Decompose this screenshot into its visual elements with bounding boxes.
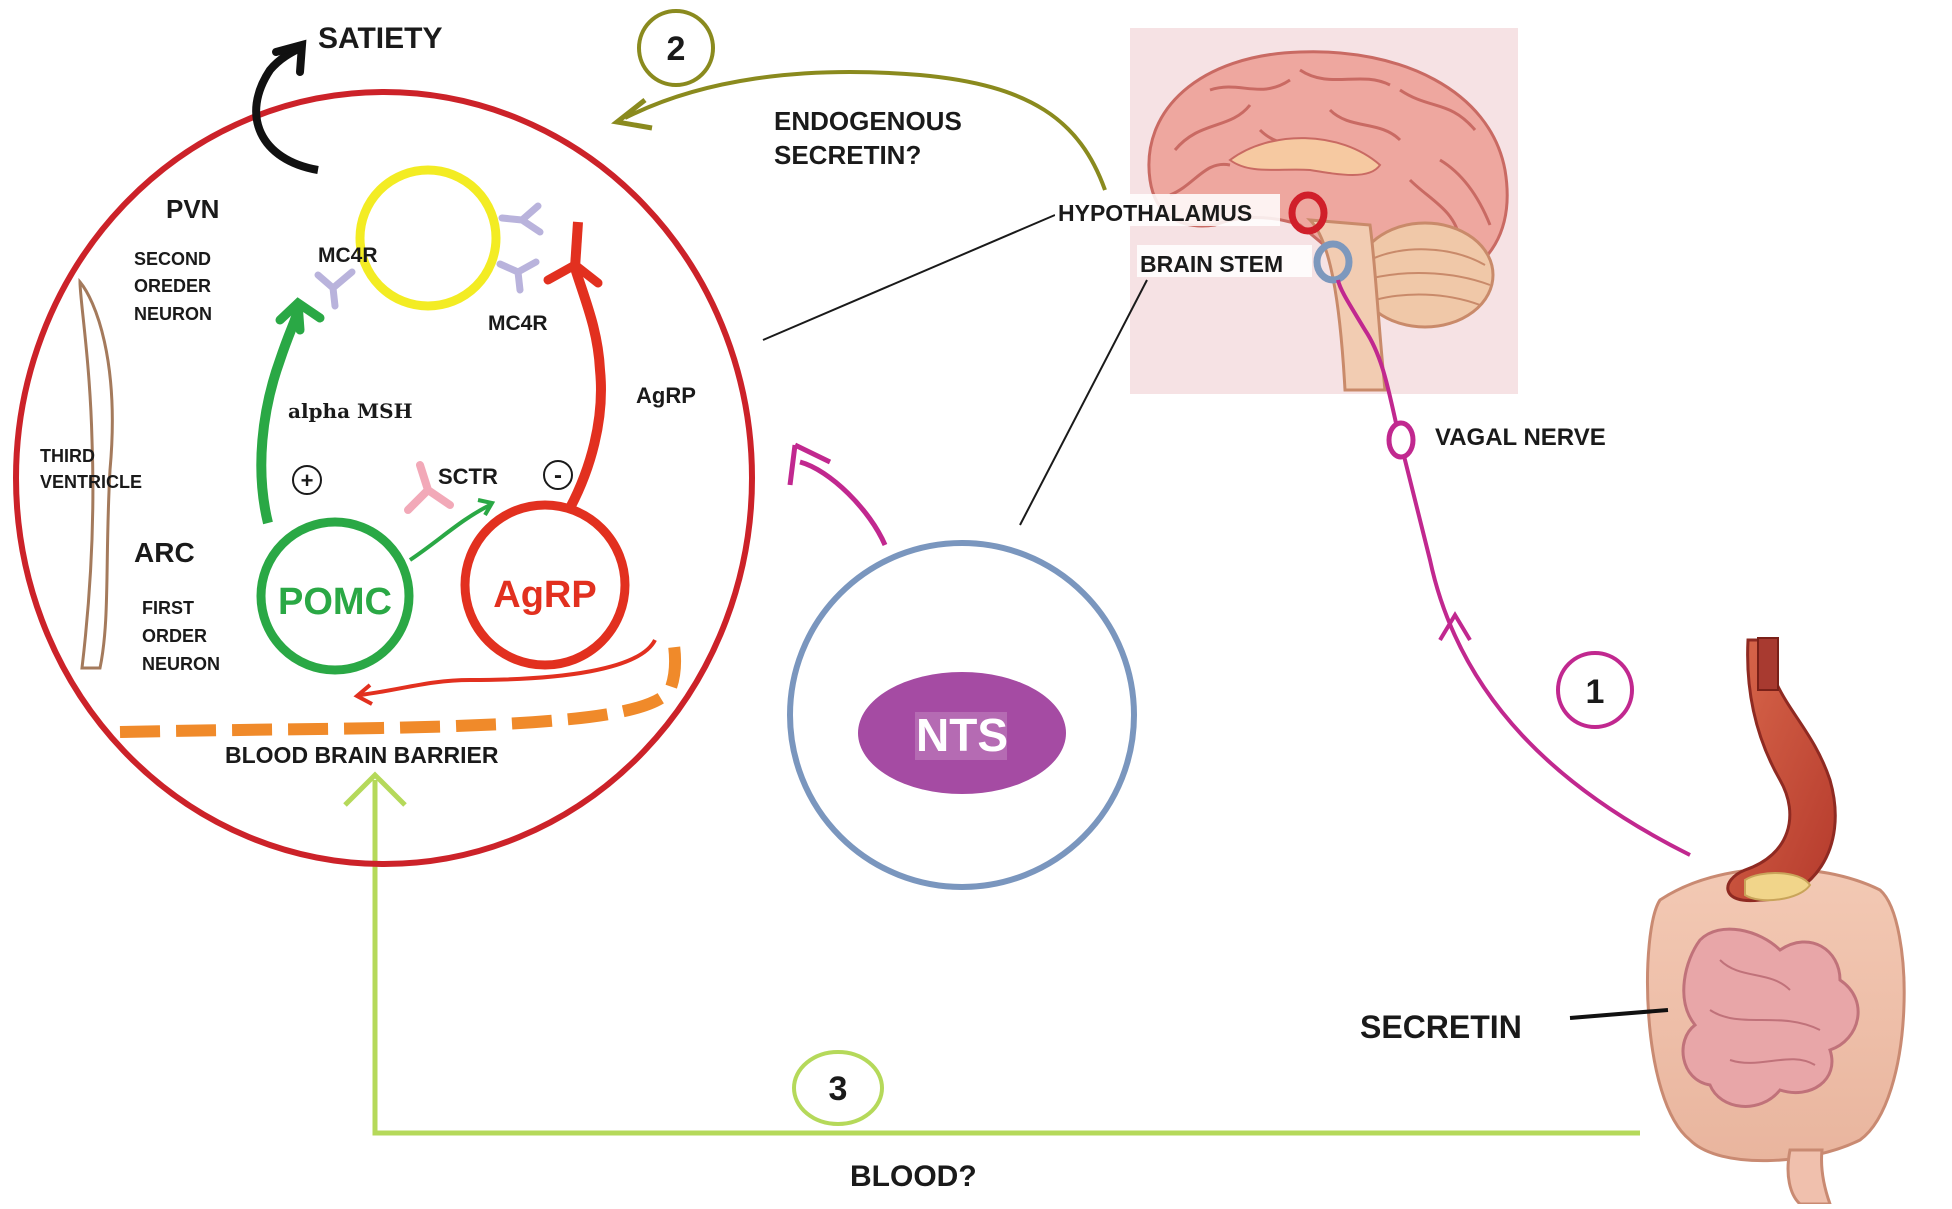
step-2-number: 2 [667,30,686,68]
esophagus [1757,637,1779,691]
vagal-nerve-line [1336,279,1691,857]
endogenous-arrow-head [611,98,653,131]
sctr-label: SCTR [438,464,498,489]
blood-brain-barrier [119,631,682,738]
nts-arrow-head [787,442,832,486]
small-intestine [1681,927,1860,1108]
hypothalamus-label: HYPOTHALAMUS [1058,200,1252,226]
pathway-3-blood: 3 [343,771,1640,1136]
agrp-to-pomc [359,638,657,697]
pomc-axon-terminal [275,297,325,335]
second-order-line-1: SECOND [134,249,211,269]
stomach [1726,638,1837,903]
rectum [1786,1148,1833,1206]
bbb-label: BLOOD BRAIN BARRIER [225,742,499,768]
minus-sign: - [554,462,562,489]
vagal-nerve-node [1386,420,1416,460]
satiety-arrow-line [252,44,319,174]
step-1-number: 1 [1586,673,1605,711]
brain-stem-marker [1313,240,1353,284]
nts-label-bg [915,712,1007,760]
agrp-axon [565,266,606,511]
pomc-to-sctr [408,503,491,562]
endogenous-line-2: SECRETIN? [774,140,921,170]
nts-circle [787,540,1137,890]
arc-label: ARC [134,537,195,568]
sctr-receptor [404,461,454,514]
blood-line [372,780,1640,1136]
hypothalamus-label-bg [1055,194,1280,226]
mc4r-receptors [314,202,544,310]
step-1-circle [1556,651,1634,729]
first-order-line-3: NEURON [142,654,220,674]
cerebellum-folds [1364,248,1491,306]
corpus-callosum [1228,137,1382,176]
vagal-nerve-label: VAGAL NERVE [1435,424,1606,451]
nts-to-hypothalamus-line [799,459,888,546]
pvn-neuron [355,165,501,311]
endogenous-line-1: ENDOGENOUS [774,106,962,136]
satiety-arrow-head [272,39,307,76]
pvn-label: PVN [166,194,219,224]
nts-label: NTS [916,709,1008,761]
first-order-line-1: FIRST [142,598,194,618]
hypothalamus-marker [1288,191,1328,235]
brain-stem-label: BRAIN STEM [1140,251,1283,277]
digestive-tract [1569,637,1906,1206]
step-3-number: 3 [829,1070,848,1108]
hypothalamus-circle [13,89,755,867]
nts-group: NTS [787,442,1137,890]
minus-marker [543,460,573,490]
mc4r-right-label: MC4R [488,312,548,335]
brainstem-connector [1019,279,1148,526]
agrp-neuron [460,500,630,670]
second-order-line-3: NEURON [134,304,212,324]
pomc-label: POMC [278,581,392,623]
third-ventricle-line-1: THIRD [40,446,95,466]
hypothalamus-connector [762,214,1056,341]
satiety-label: SATIETY [318,22,442,55]
vagal-arrow-up [1438,611,1472,642]
intestine-coils [1709,959,1821,1066]
blood-label: BLOOD? [850,1160,977,1193]
plus-marker [292,465,322,495]
brain-stem-shape [1306,218,1387,392]
plus-sign: + [301,468,314,493]
secretin-label: SECRETIN [1360,1009,1522,1045]
blood-arrow-head [343,771,407,807]
labels: SATIETY PVN SECOND OREDER NEURON MC4R MC… [40,22,1606,1193]
alpha-msh-label: alpha MSH [288,399,412,423]
pathway-2-endogenous: 2 [611,9,1107,191]
endogenous-arrow-line [624,70,1107,191]
agrp-peptide-label: AgRP [636,383,696,408]
brain-stem-label-bg [1137,245,1312,277]
pomc-sctr-arrow [477,498,496,517]
agrp-neuron-label: AgRP [493,574,596,616]
third-ventricle-line-2: VENTRICLE [40,472,142,492]
second-order-line-2: OREDER [134,276,211,296]
secretin-pointer [1569,1008,1669,1020]
nts-oval [858,672,1066,794]
first-order-line-2: ORDER [142,626,207,646]
step-2-circle [637,9,715,87]
pancreas [1744,872,1812,902]
agrp-pomc-arrow [353,683,373,706]
pomc-neuron [256,517,414,675]
mc4r-left-label: MC4R [318,244,378,267]
agrp-axon-terminal [543,259,603,288]
pathway-1-vagal: 1 [1336,279,1691,857]
third-ventricle-shape [78,277,114,670]
hypothalamus-zoom: + - [13,39,755,867]
step-3-circle [792,1050,884,1126]
pomc-axon [256,308,303,525]
